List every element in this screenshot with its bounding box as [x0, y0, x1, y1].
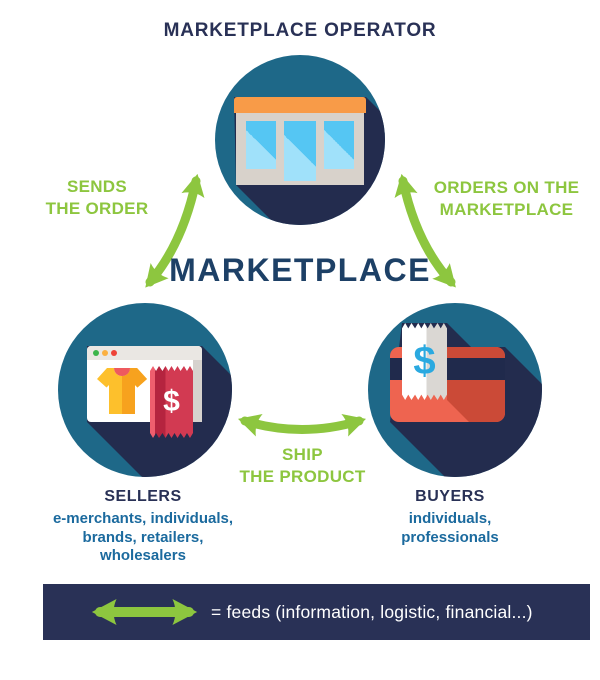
diagram-title: MARKETPLACE OPERATOR — [163, 20, 437, 41]
browser-header — [87, 346, 202, 360]
receipt-icon: $ — [402, 323, 447, 400]
sellers-description: e-merchants, individuals, brands, retail… — [33, 510, 253, 566]
marketplace-label: MARKETPLACE — [169, 252, 431, 288]
storefront-awning — [234, 97, 366, 113]
browser-dot-green — [93, 350, 99, 356]
ship-line1: SHIP — [282, 445, 323, 464]
store-door — [284, 121, 316, 181]
sellers-desc-line: e-merchants, individuals, — [52, 510, 234, 527]
sellers-label: SELLERS — [104, 488, 182, 505]
buyers-circle: $ — [368, 303, 542, 477]
buyers-description: individuals, professionals — [350, 510, 550, 547]
ship-product-arrow — [237, 413, 367, 437]
sellers-desc-line: brands, retailers, — [82, 528, 204, 546]
orders-label: ORDERS ON THE MARKETPLACE — [414, 177, 599, 221]
sellers-circle: $ — [58, 303, 232, 477]
orders-line1: ORDERS ON THE — [433, 178, 580, 197]
store-window-right — [324, 121, 354, 169]
tshirt-icon — [97, 368, 147, 414]
sends-order-line2: THE ORDER — [45, 199, 149, 218]
browser-dot-yellow — [102, 350, 108, 356]
price-tag-dollar: $ — [163, 385, 180, 418]
browser-dot-red — [111, 350, 117, 356]
legend-bar: = feeds (information, logistic, financia… — [43, 584, 590, 640]
sends-order-line1: SENDS — [66, 177, 128, 196]
receipt-dollar: $ — [413, 339, 436, 383]
price-tag-icon: $ — [150, 366, 193, 438]
operator-circle — [215, 55, 385, 225]
webshop-icon: $ — [87, 346, 202, 438]
store-window-left — [246, 121, 276, 169]
ship-line2: THE PRODUCT — [239, 467, 366, 486]
storefront-body — [236, 113, 364, 185]
sends-order-label: SENDS THE ORDER — [22, 176, 172, 220]
buyers-desc-line: professionals — [401, 528, 499, 546]
orders-line2: MARKETPLACE — [439, 200, 574, 219]
buyers-label: BUYERS — [415, 488, 485, 505]
storefront-icon — [234, 97, 366, 185]
ship-product-label: SHIP THE PRODUCT — [210, 444, 395, 488]
payment-icon: $ — [390, 323, 505, 422]
sellers-desc-line: wholesalers — [100, 547, 186, 564]
legend-text: = feeds (information, logistic, financia… — [211, 601, 533, 622]
browser-shade — [193, 360, 202, 422]
buyers-desc-line: individuals, — [408, 510, 492, 527]
